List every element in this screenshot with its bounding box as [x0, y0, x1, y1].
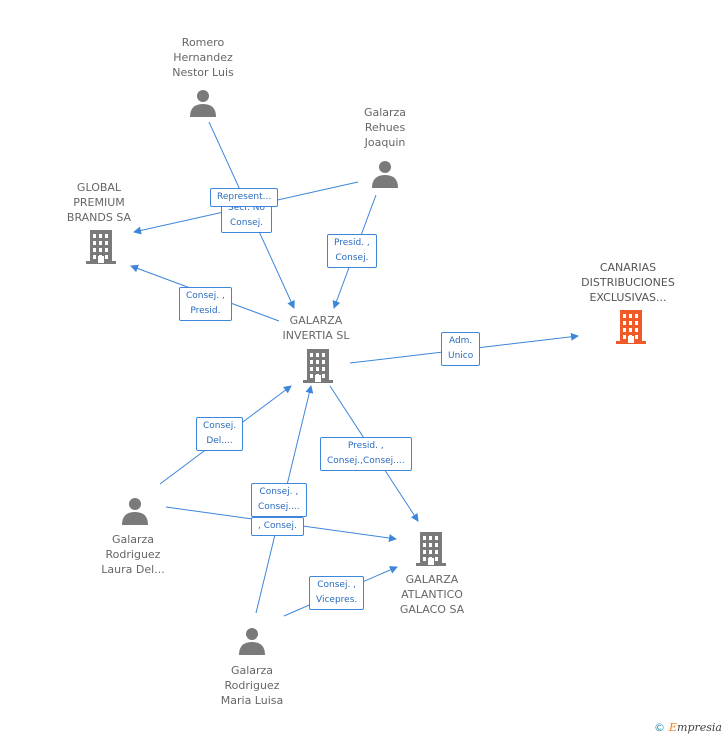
edge-label-invertia-global[interactable]: Consej. , Presid.	[179, 287, 232, 321]
person-icon-rehues[interactable]	[372, 161, 398, 188]
node-label-atlantico[interactable]: GALARZA ATLANTICO GALACO SA	[399, 573, 465, 616]
node-label-rehues[interactable]: Galarza Rehues Joaquin	[363, 106, 407, 149]
edge-label-luisa-atlantico[interactable]: Consej. , Vicepres.	[309, 576, 365, 610]
edge-label-laura-atlantico[interactable]: , Consej.	[251, 517, 304, 536]
node-label-global[interactable]: GLOBAL PREMIUM BRANDS SA	[66, 181, 132, 224]
edge-label-luisa-invertia[interactable]: Consej. , Consej....	[251, 483, 307, 517]
company-icon-canarias[interactable]	[616, 310, 646, 344]
edge-label-laura-invertia[interactable]: Consej. Del....	[196, 417, 244, 451]
node-label-laura[interactable]: Galarza Rodriguez Laura Del...	[101, 533, 165, 576]
edge-label-invertia-atlantico[interactable]: Presid. , Consej.,Consej....	[320, 437, 412, 471]
node-label-invertia[interactable]: GALARZA INVERTIA SL	[282, 314, 350, 342]
company-icon-invertia[interactable]	[303, 349, 333, 383]
person-icon-laura[interactable]	[122, 498, 148, 525]
edge-label-rehues-global[interactable]: Represent...	[210, 188, 279, 207]
brand-logo[interactable]: Empresia	[669, 721, 722, 734]
node-label-romero[interactable]: Romero Hernandez Nestor Luis	[172, 36, 234, 79]
person-icon-luisa[interactable]	[239, 628, 265, 655]
copyright-icon: ©	[654, 721, 665, 734]
company-icon-global[interactable]	[86, 230, 116, 264]
person-icon-romero[interactable]	[190, 90, 216, 117]
edge-label-rehues-invertia[interactable]: Presid. , Consej.	[327, 234, 377, 268]
footer-credit: © Empresia	[654, 721, 722, 734]
company-icon-atlantico[interactable]	[416, 532, 446, 566]
edge-label-invertia-canarias[interactable]: Adm. Unico	[441, 332, 481, 366]
node-label-canarias[interactable]: CANARIAS DISTRIBUCIONES EXCLUSIVAS...	[581, 261, 675, 304]
node-label-luisa[interactable]: Galarza Rodriguez Maria Luisa	[220, 664, 284, 707]
